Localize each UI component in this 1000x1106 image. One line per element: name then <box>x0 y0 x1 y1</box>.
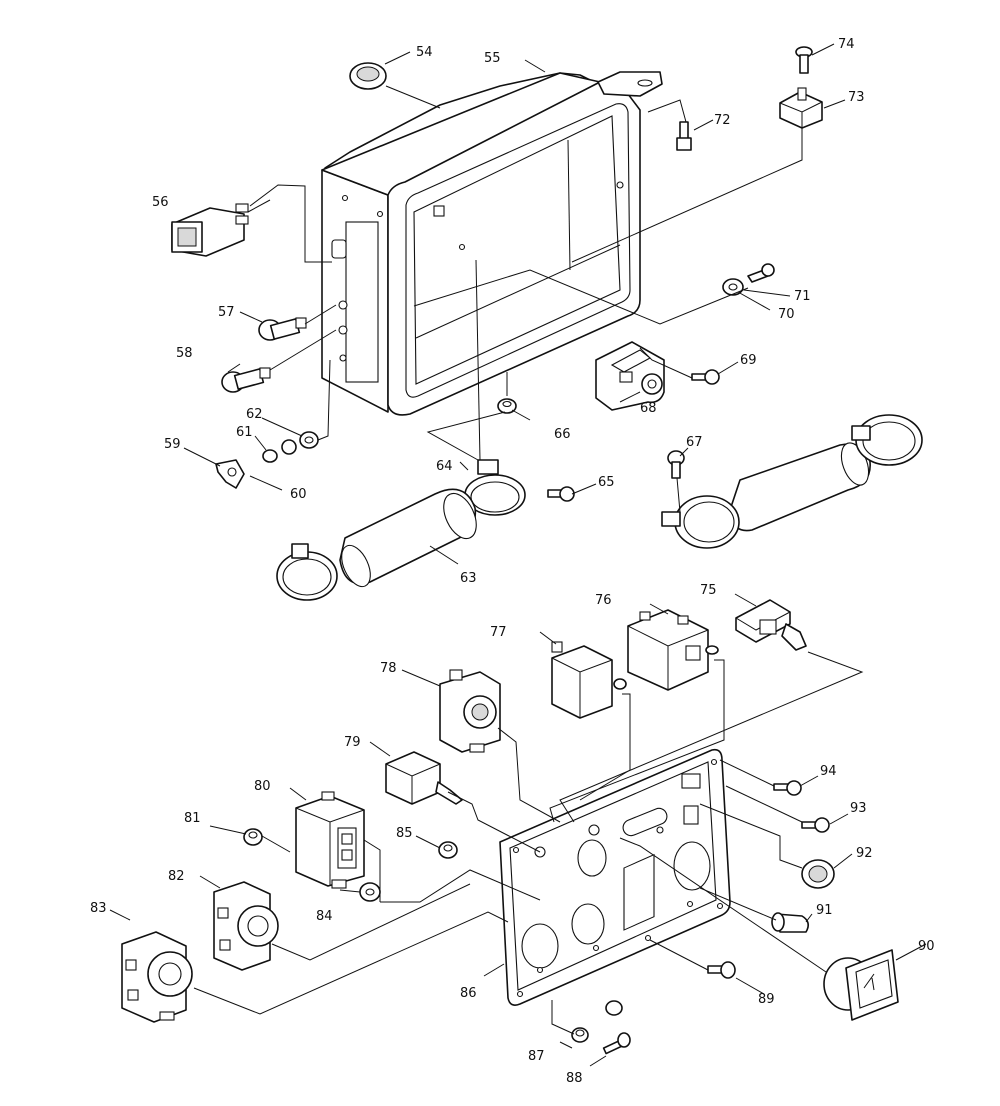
callout-54: 54 <box>416 45 433 60</box>
washer-70 <box>722 278 744 296</box>
callout-72: 72 <box>714 113 731 128</box>
callout-80: 80 <box>254 779 271 794</box>
callout-76: 76 <box>595 593 612 608</box>
bolt-72 <box>676 121 692 151</box>
bracket-68 <box>595 341 665 411</box>
callout-69: 69 <box>740 353 757 368</box>
callout-81: 81 <box>184 811 201 826</box>
callout-75: 75 <box>700 583 717 598</box>
switch-79 <box>385 751 463 805</box>
callout-74: 74 <box>838 37 855 52</box>
callout-67: 67 <box>686 435 703 450</box>
callout-78: 78 <box>380 661 397 676</box>
callout-79: 79 <box>344 735 361 750</box>
control-box-55 <box>321 72 641 416</box>
callout-87: 87 <box>528 1049 545 1064</box>
nut-85 <box>438 841 458 859</box>
hose-clamp-right-upper <box>851 414 923 466</box>
callouts: 54 55 56 57 58 59 60 61 62 63 64 65 66 6… <box>90 37 935 1086</box>
breaker-77 <box>551 641 627 719</box>
screw-74 <box>795 46 813 74</box>
receptacle-78 <box>439 669 501 753</box>
receptacle-83 <box>121 931 193 1023</box>
callout-64: 64 <box>436 459 453 474</box>
meter-90 <box>823 949 899 1021</box>
nut-61 <box>262 449 278 463</box>
callout-57: 57 <box>218 305 235 320</box>
callout-60: 60 <box>290 487 307 502</box>
callout-66: 66 <box>554 427 571 442</box>
bolt-67 <box>667 450 685 479</box>
toggle-switch-75 <box>735 599 807 651</box>
nut-66 <box>497 398 517 414</box>
washer-62 <box>299 431 319 449</box>
gfci-receptacle-80 <box>295 791 365 889</box>
screw-69 <box>691 369 720 385</box>
bushing-73 <box>779 87 823 129</box>
nut-87 <box>571 1027 589 1043</box>
callout-63: 63 <box>460 571 477 586</box>
callout-71: 71 <box>794 289 811 304</box>
lockwasher-61 <box>281 439 297 455</box>
callout-68: 68 <box>640 401 657 416</box>
clamp-64 <box>464 459 526 516</box>
fuse-holder-57 <box>258 317 307 341</box>
callout-82: 82 <box>168 869 185 884</box>
hose-right <box>729 442 871 532</box>
callout-84: 84 <box>316 909 333 924</box>
callout-88: 88 <box>566 1071 583 1086</box>
callout-86: 86 <box>460 986 477 1001</box>
callout-73: 73 <box>848 90 865 105</box>
callout-58: 58 <box>176 346 193 361</box>
callout-83: 83 <box>90 901 107 916</box>
callout-85: 85 <box>396 826 413 841</box>
fuse-holder-58 <box>221 367 271 393</box>
callout-94: 94 <box>820 764 837 779</box>
callout-61: 61 <box>236 425 253 440</box>
callout-92: 92 <box>856 846 873 861</box>
hose-63 <box>339 488 477 588</box>
callout-62: 62 <box>246 407 263 422</box>
wing-nut-59 <box>215 459 245 489</box>
breaker-76 <box>627 609 719 691</box>
cap-92 <box>801 859 835 889</box>
callout-59: 59 <box>164 437 181 452</box>
callout-90: 90 <box>918 939 935 954</box>
bracket <box>597 71 663 97</box>
screw-93 <box>801 817 830 833</box>
callout-93: 93 <box>850 801 867 816</box>
callout-70: 70 <box>778 307 795 322</box>
hose-clamp-left <box>276 543 338 601</box>
screw-88 <box>602 1032 631 1055</box>
callout-77: 77 <box>490 625 507 640</box>
washer-84 <box>359 882 381 902</box>
receptacle-82 <box>213 881 279 971</box>
callout-91: 91 <box>816 903 833 918</box>
callout-56: 56 <box>152 195 169 210</box>
callout-65: 65 <box>598 475 615 490</box>
lamp-91 <box>771 912 810 933</box>
bolt-65 <box>547 486 575 502</box>
leader-lines <box>109 43 927 1067</box>
grommet-54 <box>349 62 387 90</box>
breaker-56 <box>171 203 249 257</box>
screw-71 <box>747 263 775 283</box>
nut-81 <box>243 828 263 846</box>
callout-89: 89 <box>758 992 775 1007</box>
hose-clamp-right-lower <box>661 495 740 549</box>
callout-55: 55 <box>484 51 501 66</box>
control-panel-86 <box>499 748 731 1006</box>
screw-94 <box>773 780 802 796</box>
nut-panel <box>605 1000 623 1016</box>
screw-89 <box>707 961 736 979</box>
